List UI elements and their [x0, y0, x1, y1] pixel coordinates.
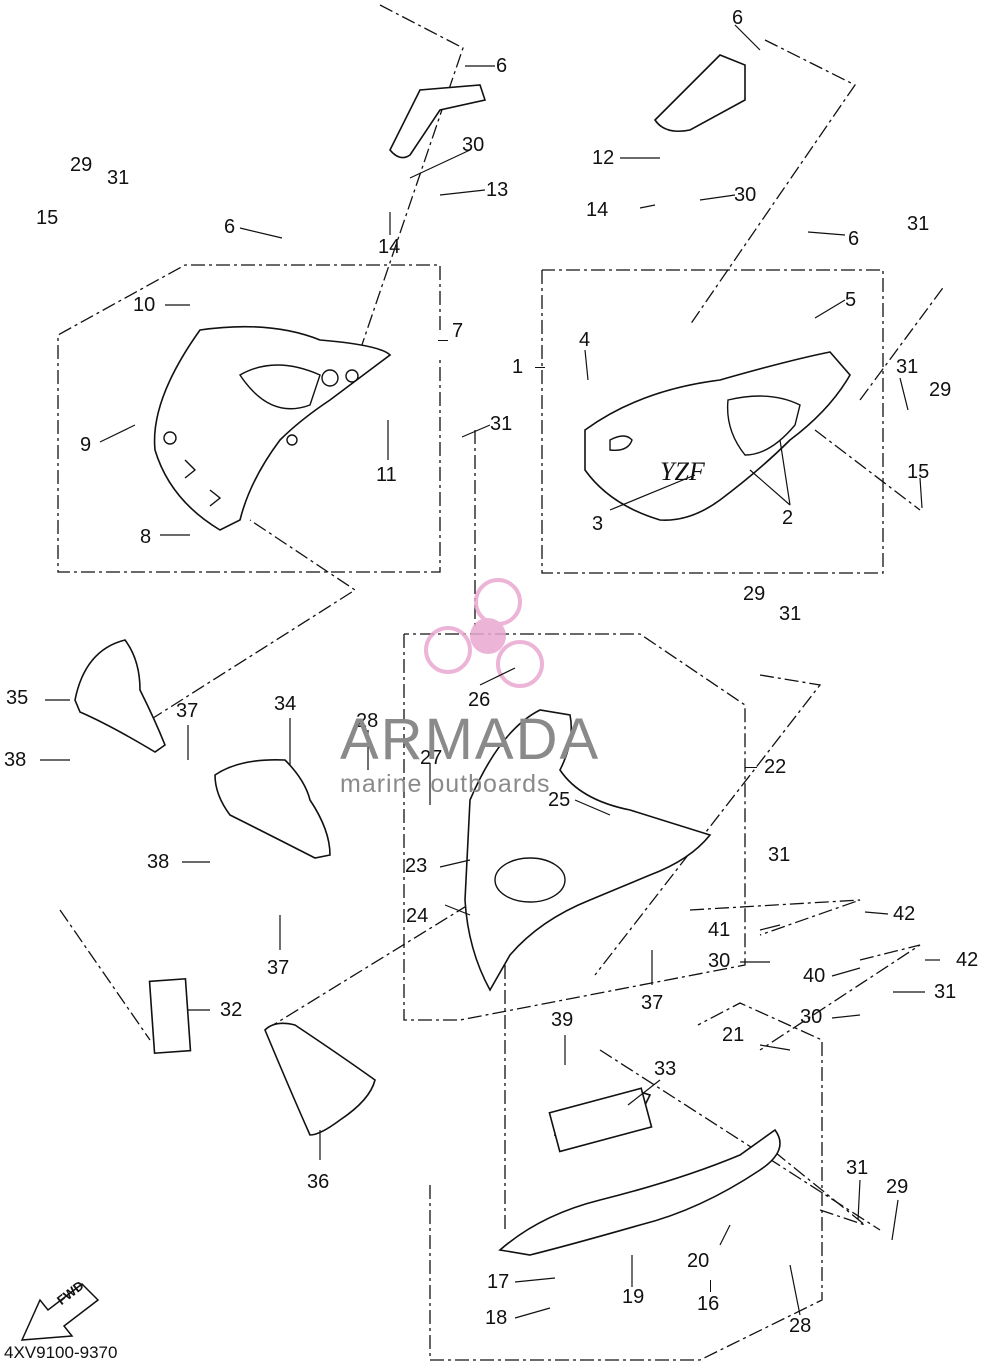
seal-33-part — [548, 1087, 653, 1153]
callout-number: 37 — [267, 957, 290, 979]
callout-number: 31 — [846, 1157, 869, 1179]
callout-number: 24 — [406, 905, 429, 927]
stay-bracket-top-left — [389, 84, 487, 159]
callout-number: 6 — [848, 228, 860, 250]
callout-number: 31 — [490, 413, 513, 435]
bracket-tick — [535, 367, 545, 368]
callout-number: 29 — [743, 583, 766, 605]
callout-number: 39 — [551, 1009, 574, 1031]
callout-number: 4 — [579, 329, 591, 351]
group-box-22 — [403, 633, 746, 1021]
callout-number: 15 — [36, 207, 59, 229]
callout-number: 9 — [80, 434, 92, 456]
callout-number: 41 — [708, 919, 731, 941]
callout-number: 42 — [956, 949, 979, 971]
bracket-tick — [438, 340, 448, 341]
callout-number: 6 — [732, 7, 744, 29]
callout-number: 29 — [929, 379, 952, 401]
callout-number: 32 — [220, 999, 243, 1021]
callout-number: 3 — [592, 513, 604, 535]
callout-number: 31 — [107, 167, 130, 189]
callout-number: 5 — [845, 289, 857, 311]
pad-32-part — [148, 977, 192, 1055]
watermark-subtitle: marine outboards — [340, 770, 551, 798]
callout-number: 25 — [548, 789, 571, 811]
callout-number: 7 — [452, 320, 464, 342]
callout-number: 29 — [70, 154, 93, 176]
panel-36-part — [264, 1022, 376, 1136]
callout-number: 37 — [176, 700, 199, 722]
callout-number: 31 — [779, 603, 802, 625]
group-box-16 — [429, 1002, 823, 1361]
fwd-arrow-icon — [20, 1283, 100, 1341]
callout-number: 36 — [307, 1171, 330, 1193]
callout-number: 8 — [140, 526, 152, 548]
callout-number: 38 — [147, 851, 170, 873]
callout-number: 28 — [356, 710, 379, 732]
under-cowling-side-part — [464, 709, 712, 992]
callout-number: 30 — [462, 134, 485, 156]
callout-leaders — [40, 24, 940, 1319]
callout-number: 10 — [133, 294, 156, 316]
callout-number: 30 — [734, 184, 757, 206]
callout-number: 34 — [274, 693, 297, 715]
callout-number: 12 — [592, 147, 615, 169]
callout-number: 23 — [405, 855, 428, 877]
bracket-tick — [710, 1280, 712, 1292]
callout-number: 21 — [722, 1024, 745, 1046]
callout-number: 1 — [512, 356, 524, 378]
catalog-code: 4XV9100-9370 — [4, 1343, 118, 1362]
callout-number: 20 — [687, 1250, 710, 1272]
callout-number: 17 — [487, 1271, 510, 1293]
callout-number: 26 — [468, 689, 491, 711]
group-box-7 — [57, 264, 441, 573]
callout-number: 19 — [622, 1286, 645, 1308]
inner-cowling-left-part — [153, 325, 392, 531]
callout-number: 42 — [893, 903, 916, 925]
callout-number: 38 — [4, 749, 27, 771]
callout-number: 18 — [485, 1307, 508, 1329]
callout-number: 22 — [764, 756, 787, 778]
callout-number: 2 — [782, 507, 794, 529]
callout-number: 16 — [697, 1293, 720, 1315]
callout-number: 31 — [896, 356, 919, 378]
svg-text:YZF: YZF — [660, 457, 706, 486]
callout-number: 30 — [800, 1006, 823, 1028]
callout-number: 28 — [789, 1315, 812, 1337]
group-box-1 — [541, 269, 884, 574]
side-cover-right-part: YZF — [584, 351, 851, 521]
stay-bracket-top-right — [653, 54, 746, 133]
cover-34-part — [214, 758, 331, 859]
callout-number: 31 — [907, 213, 930, 235]
callout-number: 11 — [376, 464, 397, 486]
callout-number: 33 — [654, 1058, 677, 1080]
callout-number: 14 — [378, 236, 401, 258]
watermark-logo — [424, 578, 544, 688]
callout-number: 29 — [886, 1176, 909, 1198]
callout-number: 40 — [803, 965, 826, 987]
watermark-title: ARMADA — [340, 707, 601, 772]
callout-number: 15 — [907, 461, 930, 483]
callout-number: 13 — [486, 179, 509, 201]
callout-number: 6 — [224, 216, 236, 238]
callout-number: 31 — [768, 844, 791, 866]
callout-number: 14 — [586, 199, 609, 221]
bracket-tick — [745, 767, 757, 768]
callout-number: 27 — [420, 747, 443, 769]
duct-35-part — [74, 639, 166, 753]
callout-number: 6 — [496, 55, 508, 77]
callout-number: 37 — [641, 992, 664, 1014]
callout-number: 31 — [934, 981, 957, 1003]
callout-number: 30 — [708, 950, 731, 972]
callout-number: 35 — [6, 687, 29, 709]
